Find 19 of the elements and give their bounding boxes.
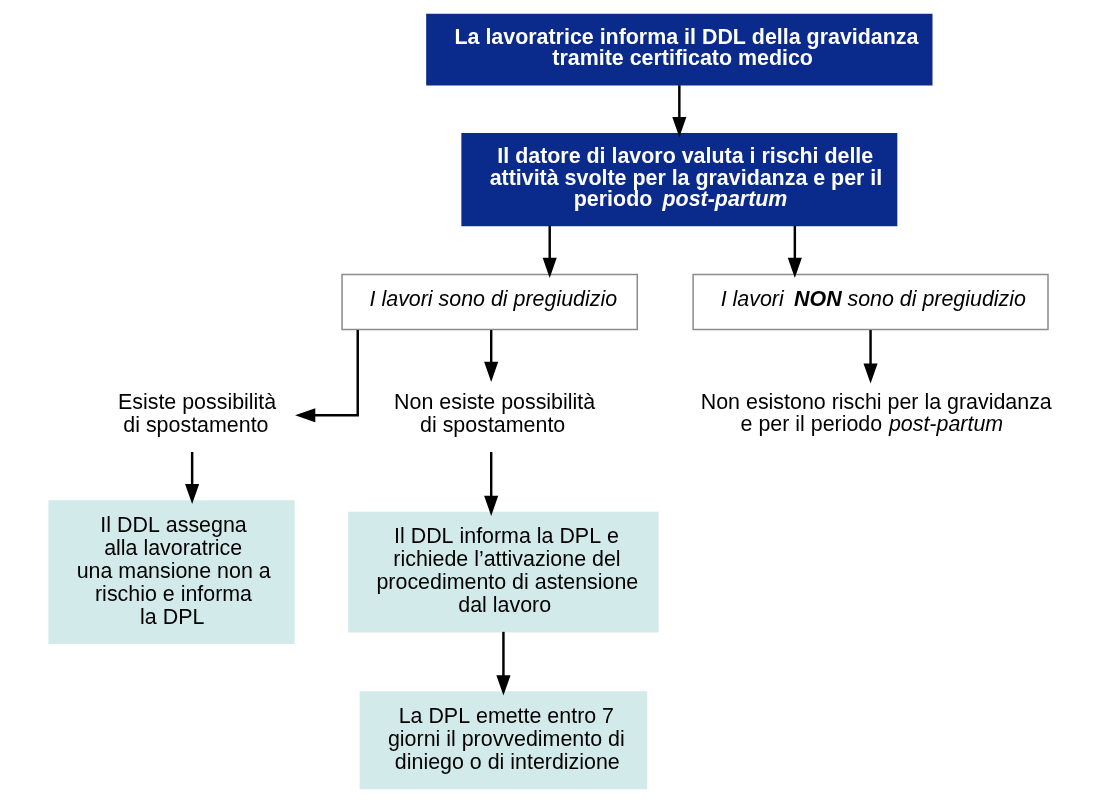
node-box: Il DDL assegna alla lavoratrice una mansione non a rischio e informa la DPL [48, 500, 295, 644]
arrow [787, 225, 802, 278]
node-box: La lavoratrice informa il DDL della gravidanza tramite certificato medico [426, 13, 933, 86]
node-box: I lavori sono di pregiudizio [341, 273, 639, 331]
node-text: Non esistono rischi per la gravidanza e per il periodo post-partum [700, 390, 1052, 436]
node-box: Il DDL informa la DPL e richiede l’attivazione del procedimento di astensione dal lavoro [348, 511, 659, 633]
node-text: Esiste possibilità di spostamento [117, 390, 277, 438]
arrow [484, 452, 499, 516]
node-box: I lavori NON sono di pregiudizio [692, 273, 1049, 331]
arrow [672, 85, 687, 138]
node-box: La DPL emette entro 7 giorni il provvedimento di diniego o di interdizione [359, 691, 648, 790]
arrow [484, 330, 499, 382]
arrow [496, 631, 511, 696]
arrow [863, 330, 878, 384]
arrow [185, 452, 200, 505]
arrow [295, 330, 359, 423]
arrow [542, 225, 557, 278]
node-box: Il datore di lavoro valuta i rischi delle attività svolte per la gravidanza e per il periodo post-partum [461, 133, 898, 227]
node-text: Non esiste possibilità di spostamento [394, 390, 596, 438]
